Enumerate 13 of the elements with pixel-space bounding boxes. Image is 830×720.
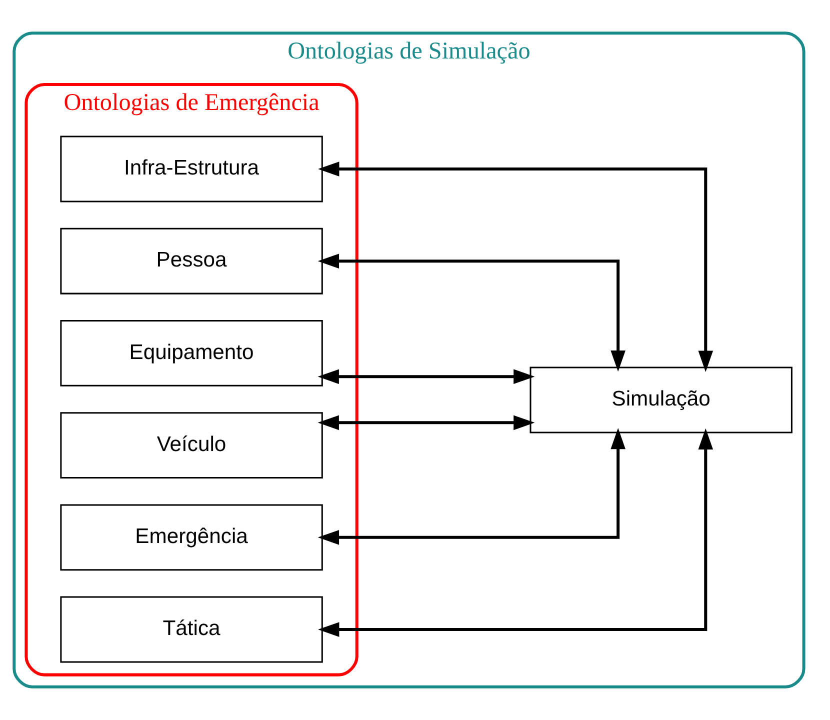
node-box: Simulação: [530, 366, 792, 434]
node-box: Tática: [60, 596, 323, 663]
node-box: Equipamento: [60, 320, 323, 386]
arrow: [318, 254, 626, 372]
arrow: [318, 428, 626, 545]
node-box: Infra-Estrutura: [60, 136, 323, 202]
arrow: [318, 162, 714, 372]
arrow: [318, 428, 714, 637]
node-box: Veículo: [60, 412, 323, 479]
arrow: [318, 415, 535, 430]
node-box: Pessoa: [60, 228, 323, 294]
arrow: [318, 369, 535, 384]
node-box: Emergência: [60, 504, 323, 571]
